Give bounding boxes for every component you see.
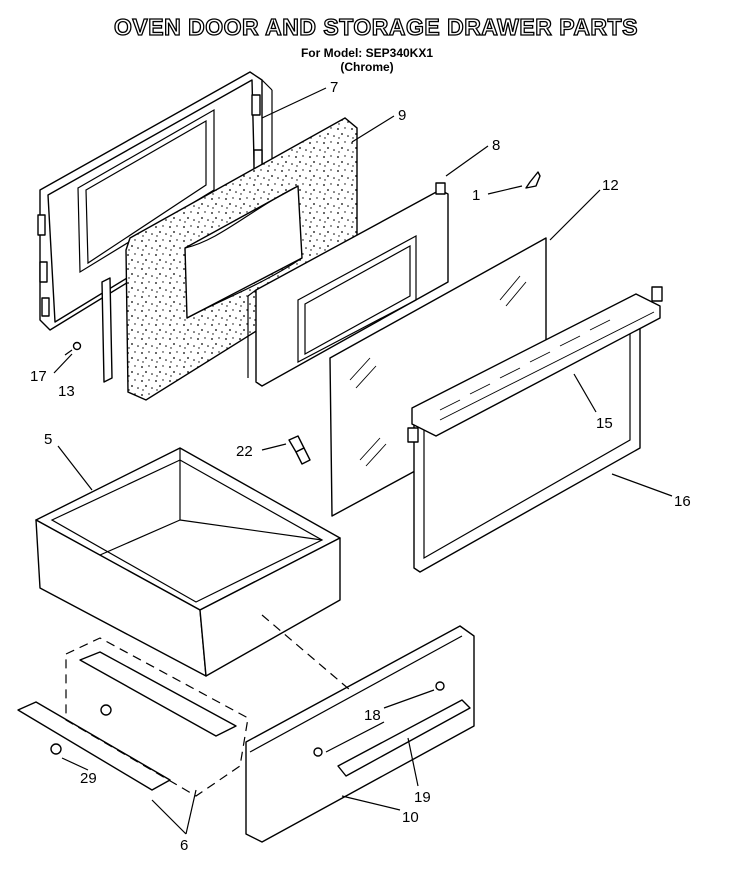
callout-1: 1 — [472, 187, 480, 204]
callout-12: 12 — [602, 177, 619, 194]
callout-16: 16 — [674, 493, 691, 510]
part-6-drawer-rails — [17, 637, 249, 797]
part-17-screw — [64, 341, 82, 356]
part-9-door-insulation — [125, 117, 358, 401]
callout-7: 7 — [330, 79, 338, 96]
callout-numbers: 7 9 8 1 12 17 13 5 22 15 16 18 29 19 10 … — [30, 79, 691, 854]
diagram-title: OVEN DOOR AND STORAGE DRAWER PARTS — [113, 13, 638, 40]
callout-18: 18 — [364, 707, 381, 724]
model-line: For Model: SEP340KX1 — [300, 46, 434, 60]
callout-15: 15 — [596, 415, 613, 432]
part-13-trim-strip — [101, 277, 113, 383]
callout-8: 8 — [492, 137, 500, 154]
part-5-drawer-box — [35, 447, 341, 677]
callout-29: 29 — [80, 770, 97, 787]
part-7-outer-door-frame — [37, 71, 273, 331]
assembly-leader — [261, 614, 351, 691]
part-19-drawer-handle — [337, 699, 471, 777]
part-29-screw — [50, 704, 112, 755]
callout-17: 17 — [30, 368, 47, 385]
finish-line: (Chrome) — [340, 60, 394, 74]
part-1-clip — [525, 171, 541, 189]
callout-22: 22 — [236, 443, 253, 460]
part-15-door-trim — [407, 286, 663, 443]
callout-9: 9 — [398, 107, 406, 124]
part-8-inner-door-panel — [247, 182, 449, 387]
part-22-bracket — [288, 435, 311, 465]
callout-19: 19 — [414, 789, 431, 806]
callout-13: 13 — [58, 383, 75, 400]
leader-lines — [53, 87, 673, 835]
model-info: For Model: SEP340KX1 (Chrome) — [292, 46, 442, 74]
part-18-screws — [313, 681, 445, 757]
callout-10: 10 — [402, 809, 419, 826]
callout-6: 6 — [180, 837, 188, 854]
callout-5: 5 — [44, 431, 52, 448]
